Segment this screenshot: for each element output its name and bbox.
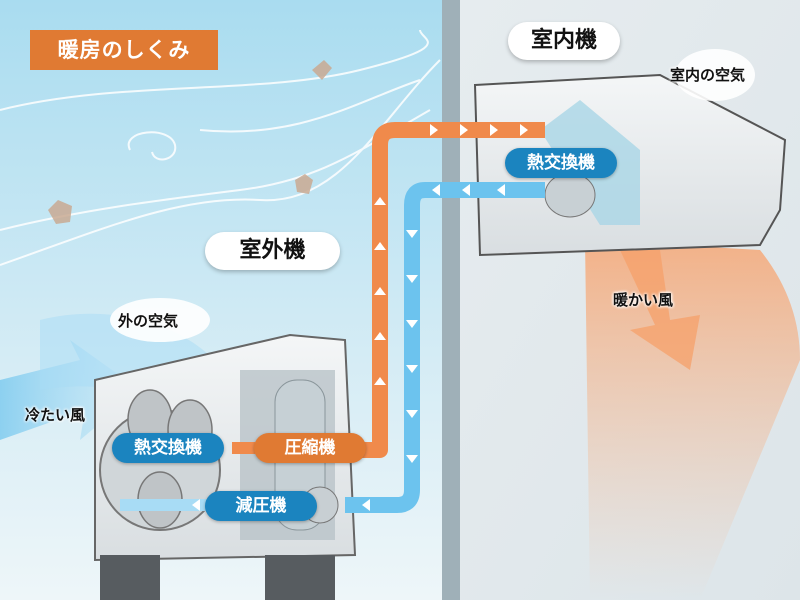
outdoor-air-label: 外の空気 — [118, 312, 179, 330]
hot-refrigerant-pipe — [360, 122, 545, 458]
indoor-air-label: 室内の空気 — [670, 66, 746, 84]
leaf-icons — [48, 60, 332, 224]
indoor-heat-exchanger-label: 熱交換機 — [505, 148, 617, 178]
cold-wind-label: 冷たい風 — [25, 406, 86, 424]
indoor-unit-label: 室内機 — [508, 22, 620, 60]
compressor-label: 圧縮機 — [254, 433, 366, 463]
page-title: 暖房のしくみ — [30, 30, 218, 70]
flow-arrows — [192, 124, 528, 511]
cold-refrigerant-pipe — [345, 182, 545, 513]
warm-wind-label: 暖かい風 — [613, 291, 674, 309]
wall — [442, 0, 460, 600]
expansion-valve-label: 減圧機 — [205, 491, 317, 521]
cloud-icons — [110, 49, 755, 342]
outdoor-heat-exchanger-label: 熱交換機 — [112, 433, 224, 463]
warm-wind-arrow — [620, 250, 700, 370]
outdoor-unit-label: 室外機 — [205, 232, 340, 270]
